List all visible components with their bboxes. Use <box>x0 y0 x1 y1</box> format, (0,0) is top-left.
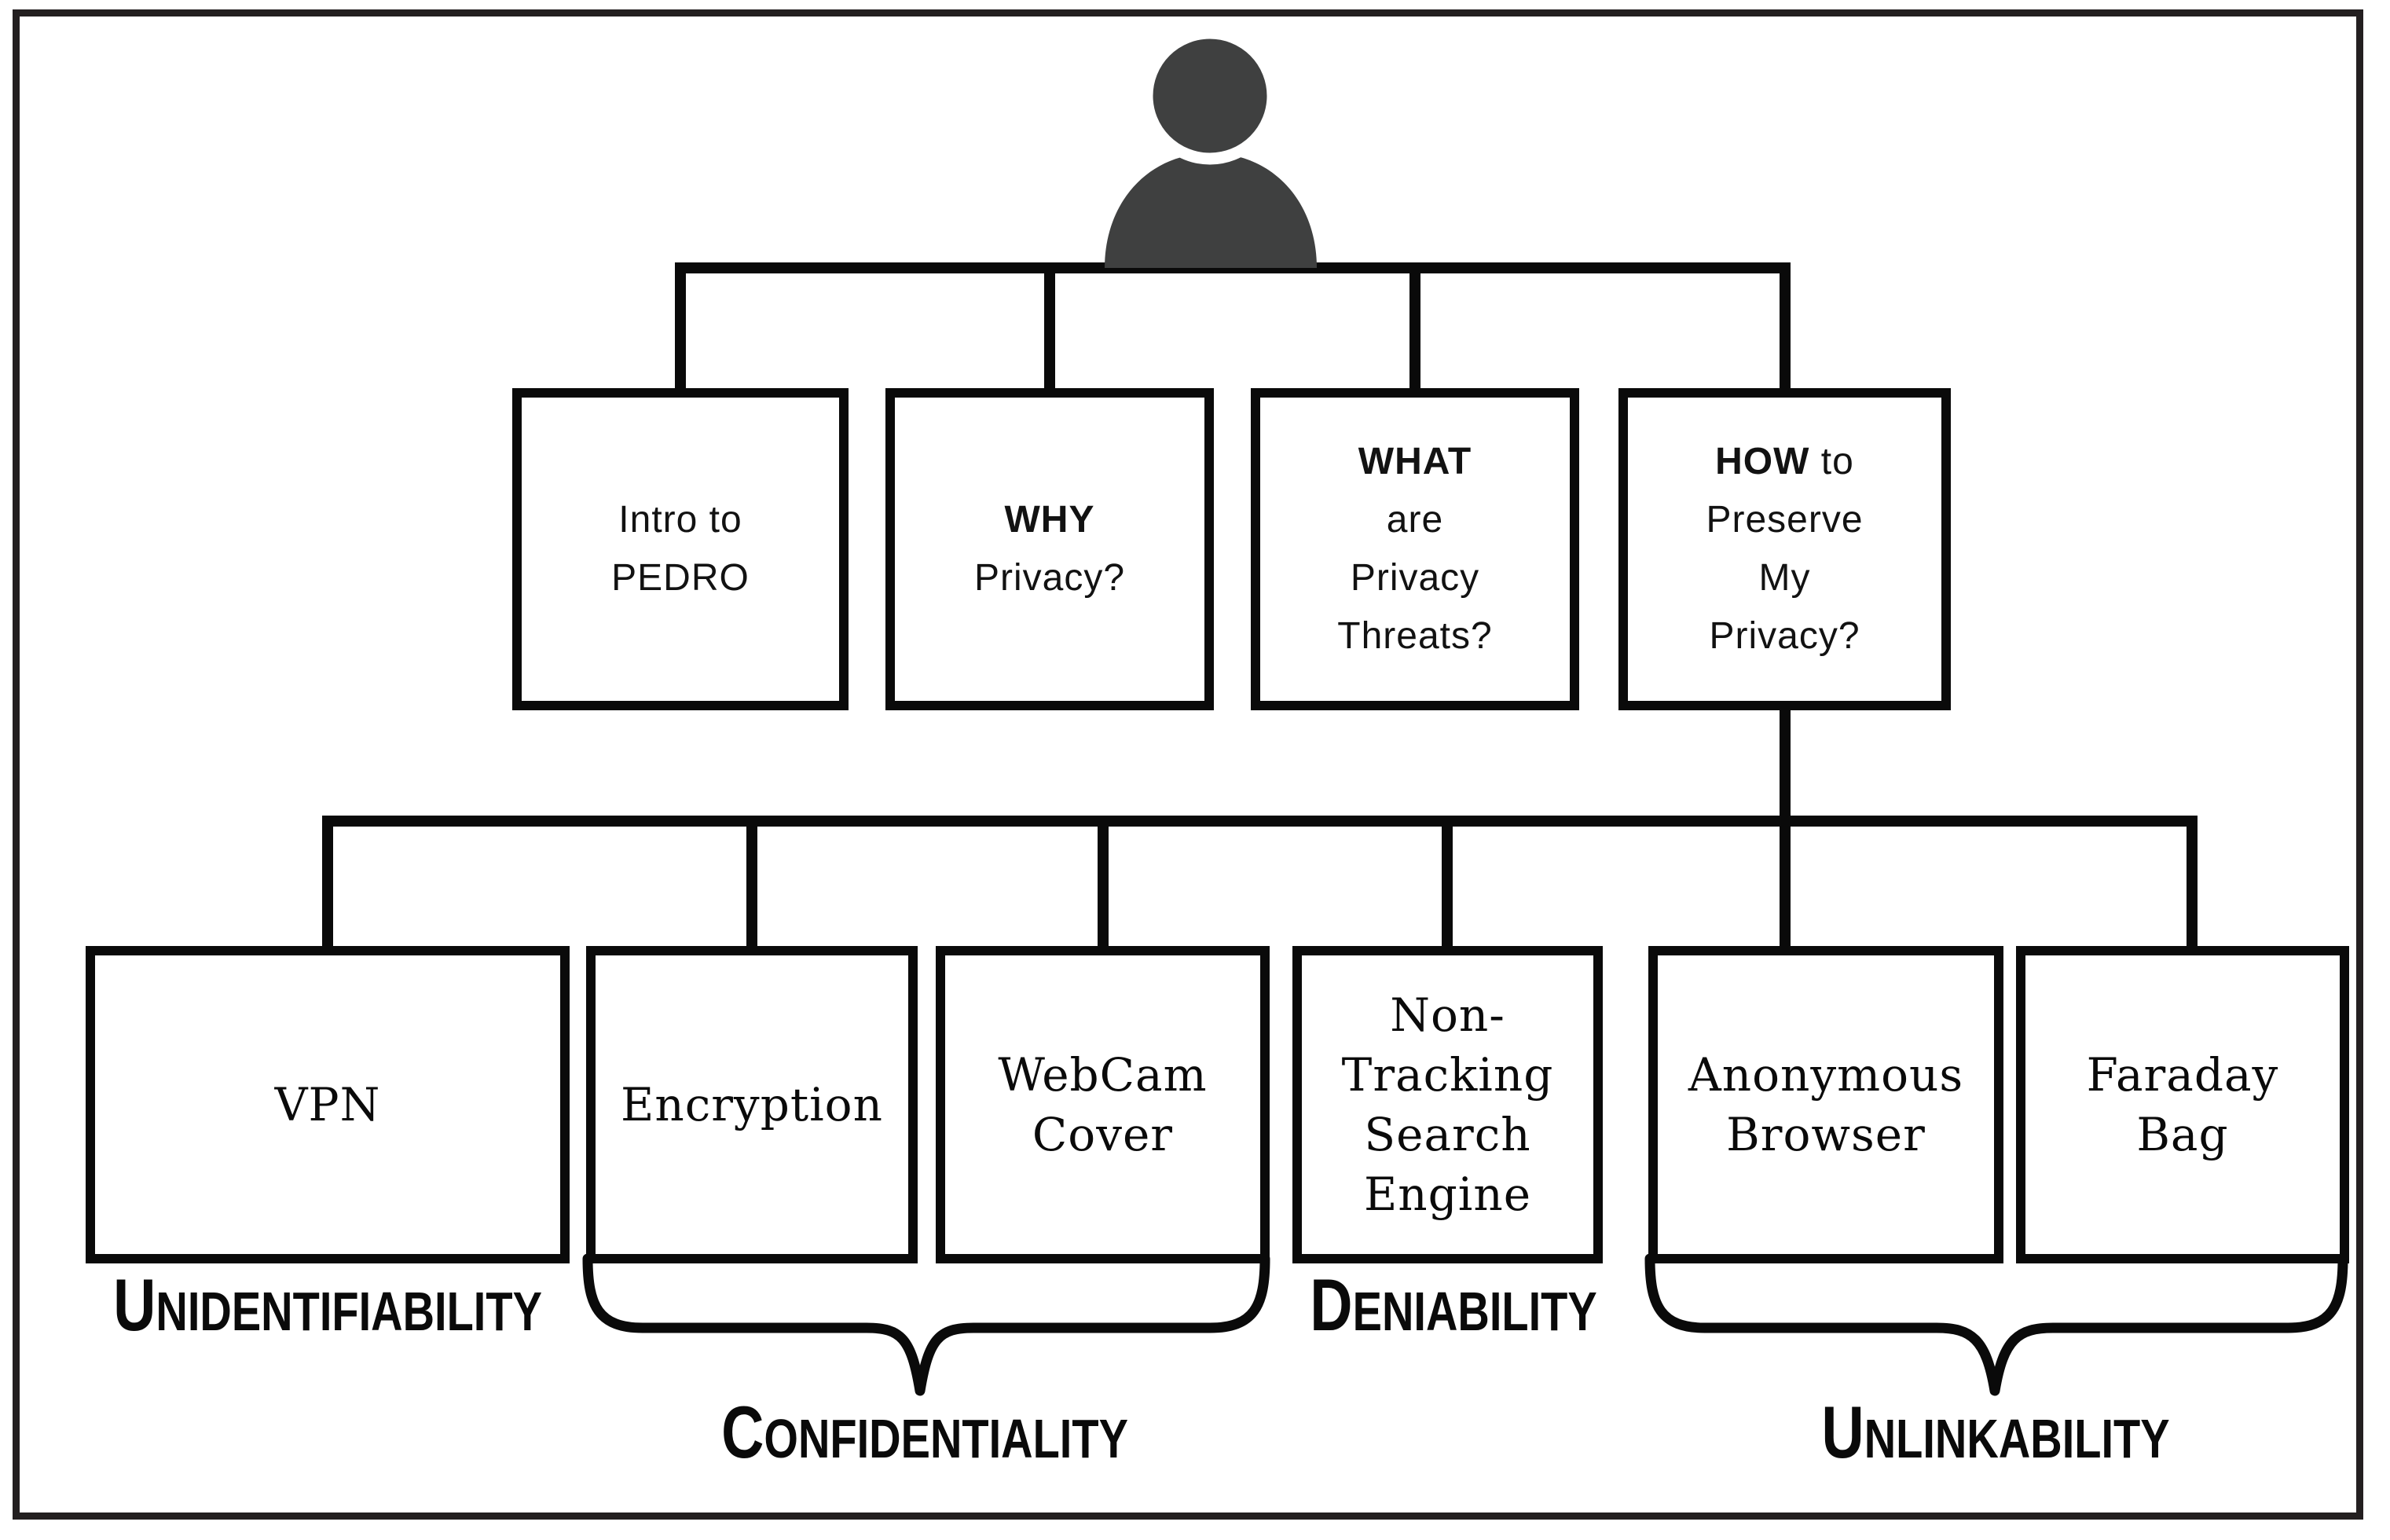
category-label-deniability: DENIABILITY <box>1310 1263 1597 1346</box>
node-faraday-bag: Faraday Bag <box>2016 946 2349 1263</box>
node-label: WebCam Cover <box>998 1048 1208 1161</box>
node-webcam-cover: WebCam Cover <box>936 946 1270 1263</box>
node-line: Privacy <box>1350 557 1480 599</box>
node-line: are <box>1386 499 1444 541</box>
brace-confidentiality <box>582 1253 1270 1396</box>
node-anonymous-browser: Anonymous Browser <box>1648 946 2003 1263</box>
node-line-bold: HOW <box>1715 441 1810 482</box>
node-line: PEDRO <box>611 557 750 599</box>
node-line-bold: WHY <box>1004 499 1095 541</box>
node-line-bold: WHAT <box>1358 441 1472 482</box>
node-non-tracking-search-engine: Non- Tracking Search Engine <box>1292 946 1603 1263</box>
node-line: Threats? <box>1337 615 1493 657</box>
node-line: Privacy? <box>973 557 1126 599</box>
node-encryption: Encryption <box>586 946 918 1263</box>
node-label: Encryption <box>621 1078 883 1131</box>
category-label-unlinkability: UNLINKABILITY <box>1821 1391 2170 1473</box>
node-line: Intro to <box>618 499 742 541</box>
node-line: HOW to <box>1715 441 1854 482</box>
node-label: VPN <box>274 1078 381 1131</box>
node-line: My <box>1758 557 1811 599</box>
brace-unlinkability <box>1644 1253 2348 1396</box>
node-intro-to-pedro: Intro to PEDRO <box>512 388 849 710</box>
category-label-confidentiality: CONFIDENTIALITY <box>721 1391 1128 1473</box>
node-why-privacy: WHY Privacy? <box>885 388 1214 710</box>
person-icon <box>1105 27 1317 268</box>
node-line: Preserve <box>1706 499 1864 541</box>
category-label-unidentifiability: UNIDENTIFIABILITY <box>113 1263 542 1346</box>
node-how-to-preserve-my-privacy: HOW to Preserve My Privacy? <box>1618 388 1951 710</box>
node-label: Non- Tracking Search Engine <box>1341 988 1554 1221</box>
node-what-are-privacy-threats: WHAT are Privacy Threats? <box>1251 388 1579 710</box>
node-vpn: VPN <box>86 946 570 1263</box>
node-line: Privacy? <box>1709 615 1860 657</box>
node-label: Faraday Bag <box>2086 1048 2279 1161</box>
node-label: Anonymous Browser <box>1688 1048 1964 1161</box>
